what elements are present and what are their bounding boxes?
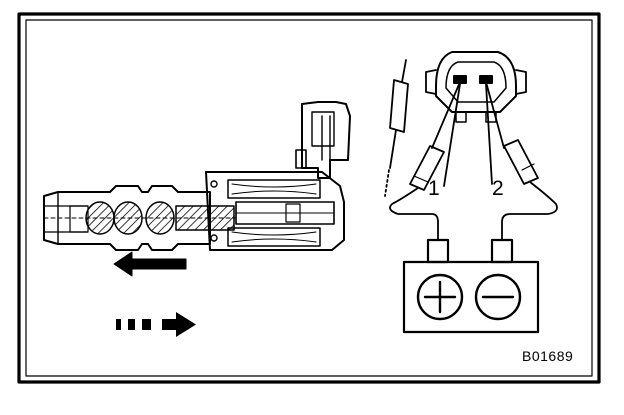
spool-lands [85,201,235,235]
terminal-1-label: 1 [428,177,440,200]
solenoid-coil-upper [227,179,321,199]
valve-sleeve [43,185,211,251]
battery-case [402,260,540,334]
oil-control-valve [43,101,351,251]
probe-leads [431,81,505,187]
connector-housing [435,51,517,113]
figure-code: B01689 [522,348,574,364]
test-connector [425,51,527,123]
battery [402,238,540,334]
terminal-2-label: 2 [492,177,504,200]
test-probe-1 [409,145,445,191]
solenoid-coil-lower [227,227,321,247]
battery-terminal-negative [490,238,514,264]
valve-connector-slot [311,111,335,147]
arrow-right-dashed-icon [116,312,196,337]
loose-probe [384,59,409,197]
solenoid-body [205,171,345,251]
battery-terminal-positive [426,238,450,264]
valve-connector-housing [301,101,351,179]
arrow-left-icon [113,251,187,277]
frame-outer [17,12,601,384]
minus-icon [474,273,522,321]
test-probe-2 [503,139,539,185]
plus-icon [416,273,464,321]
frame-inner [25,19,593,377]
battery-wires [389,181,558,241]
